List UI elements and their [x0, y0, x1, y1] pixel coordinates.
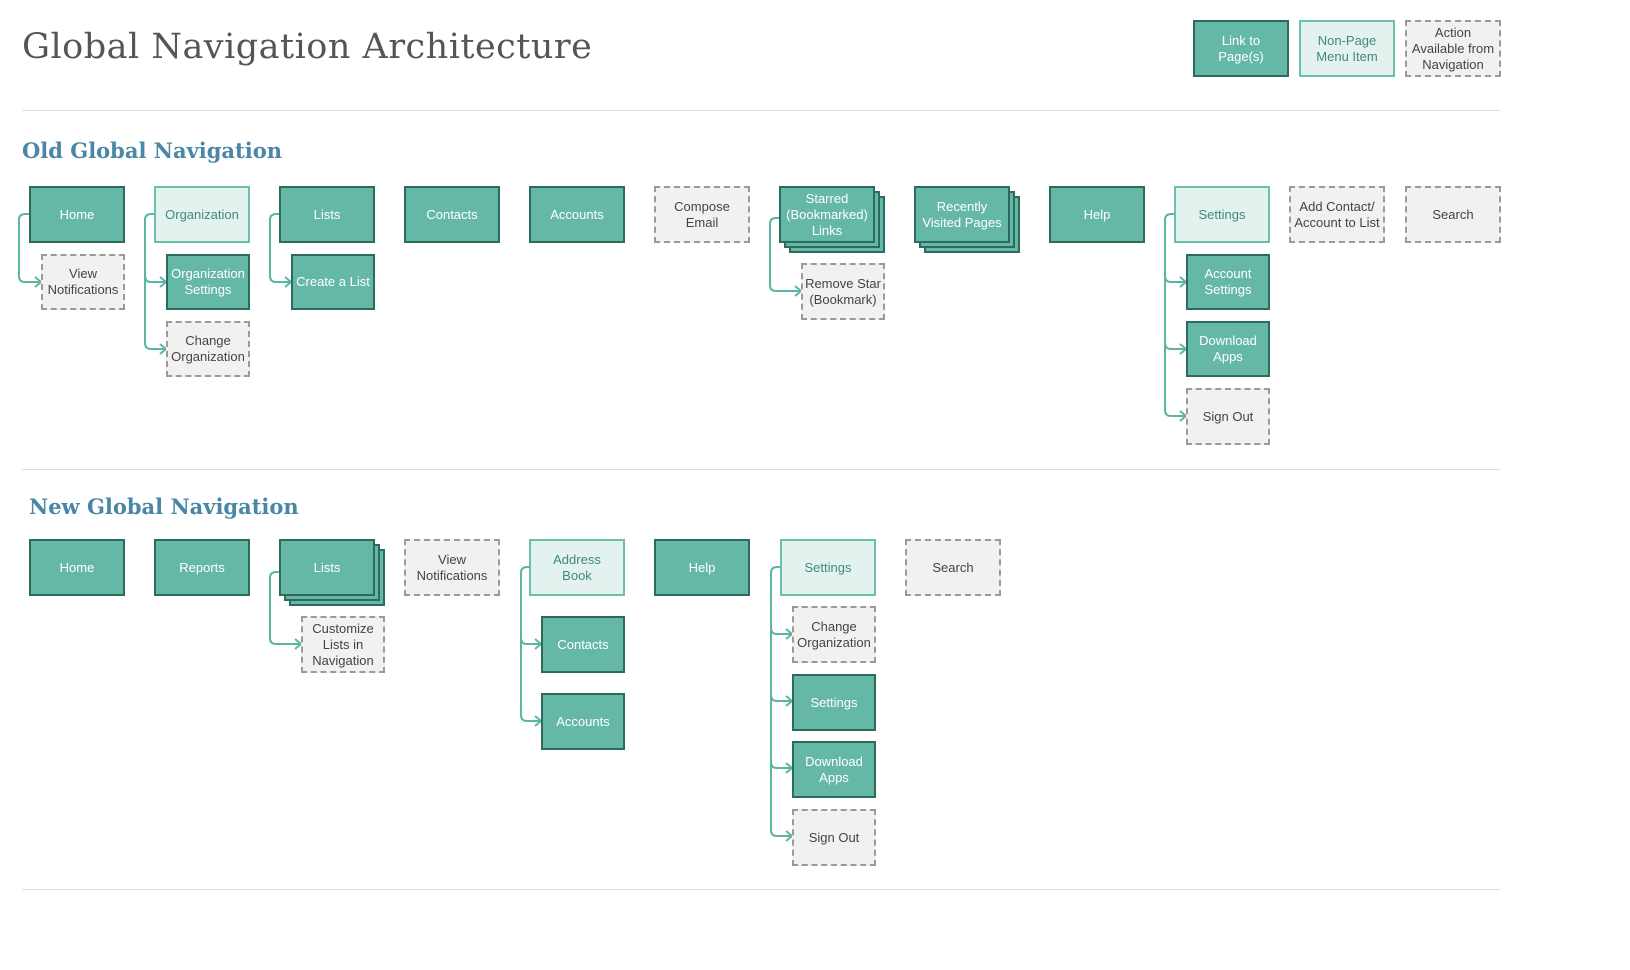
new-change-organization: Change Organization	[792, 606, 876, 663]
old-search: Search	[1405, 186, 1501, 243]
new-settings-child: Settings	[792, 674, 876, 731]
new-customize-lists: Customize Lists in Navigation	[301, 616, 385, 673]
old-compose-email: Compose Email	[654, 186, 750, 243]
old-add-contact: Add Contact/ Account to List	[1289, 186, 1385, 243]
old-accounts: Accounts	[529, 186, 625, 243]
new-download-apps: Download Apps	[792, 741, 876, 798]
old-view-notifications: View Notifications	[41, 254, 125, 310]
new-home: Home	[29, 539, 125, 596]
legend-link-to-page: Link to Page(s)	[1193, 20, 1289, 77]
old-starred-links: Starred (Bookmarked) Links	[779, 186, 875, 243]
old-organization: Organization	[154, 186, 250, 243]
page-title: Global Navigation Architecture	[22, 27, 593, 67]
old-account-settings: Account Settings	[1186, 254, 1270, 310]
legend-non-page-menu-item: Non-Page Menu Item	[1299, 20, 1395, 77]
old-organization-settings: Organization Settings	[166, 254, 250, 310]
new-help: Help	[654, 539, 750, 596]
new-contacts: Contacts	[541, 616, 625, 673]
old-home: Home	[29, 186, 125, 243]
new-sign-out: Sign Out	[792, 809, 876, 866]
old-recently-visited: Recently Visited Pages	[914, 186, 1010, 243]
new-reports: Reports	[154, 539, 250, 596]
new-address-book: Address Book	[529, 539, 625, 596]
old-download-apps: Download Apps	[1186, 321, 1270, 377]
new-nav-section-title: New Global Navigation	[29, 494, 299, 519]
legend-action-available: Action Available from Navigation	[1405, 20, 1501, 77]
old-sign-out: Sign Out	[1186, 388, 1270, 445]
old-create-list: Create a List	[291, 254, 375, 310]
divider-middle	[22, 469, 1500, 470]
old-lists: Lists	[279, 186, 375, 243]
new-settings: Settings	[780, 539, 876, 596]
old-settings: Settings	[1174, 186, 1270, 243]
old-remove-star: Remove Star (Bookmark)	[801, 263, 885, 320]
new-view-notifications: View Notifications	[404, 539, 500, 596]
old-help: Help	[1049, 186, 1145, 243]
old-contacts: Contacts	[404, 186, 500, 243]
divider-top	[22, 110, 1500, 111]
new-search: Search	[905, 539, 1001, 596]
old-nav-section-title: Old Global Navigation	[22, 138, 282, 163]
new-lists: Lists	[279, 539, 375, 596]
new-accounts: Accounts	[541, 693, 625, 750]
old-change-organization: Change Organization	[166, 321, 250, 377]
divider-bottom	[22, 889, 1500, 890]
